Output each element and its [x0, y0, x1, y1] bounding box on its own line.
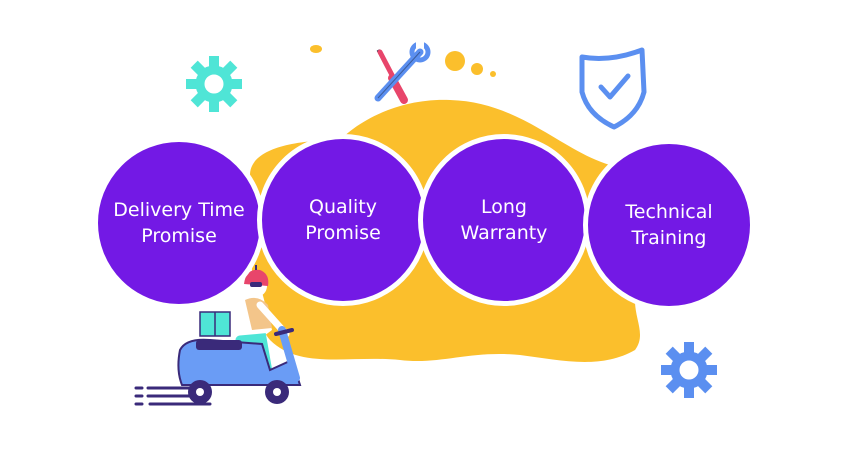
- wrench-screwdriver-icon: [374, 40, 431, 104]
- feature-label: Long Warranty: [460, 196, 548, 244]
- feature-circle-long-warranty: Long Warranty: [418, 134, 590, 306]
- delivery-scooter-illustration: [134, 261, 302, 406]
- yellow-dot: [445, 51, 465, 71]
- feature-circle-technical-training: Technical Training: [583, 139, 755, 311]
- gear-icon: [186, 56, 242, 112]
- feature-label: Technical Training: [625, 201, 713, 249]
- feature-label: Quality Promise: [305, 196, 381, 244]
- yellow-dot: [471, 63, 483, 75]
- shield-check-icon: [579, 47, 647, 130]
- feature-circle-delivery-time-promise: Delivery Time Promise: [93, 137, 265, 309]
- feature-circle-quality-promise: Quality Promise: [257, 134, 429, 306]
- gear-icon: [661, 342, 717, 398]
- yellow-dot: [310, 45, 322, 53]
- yellow-dot: [490, 71, 496, 77]
- feature-label: Delivery Time Promise: [113, 199, 245, 247]
